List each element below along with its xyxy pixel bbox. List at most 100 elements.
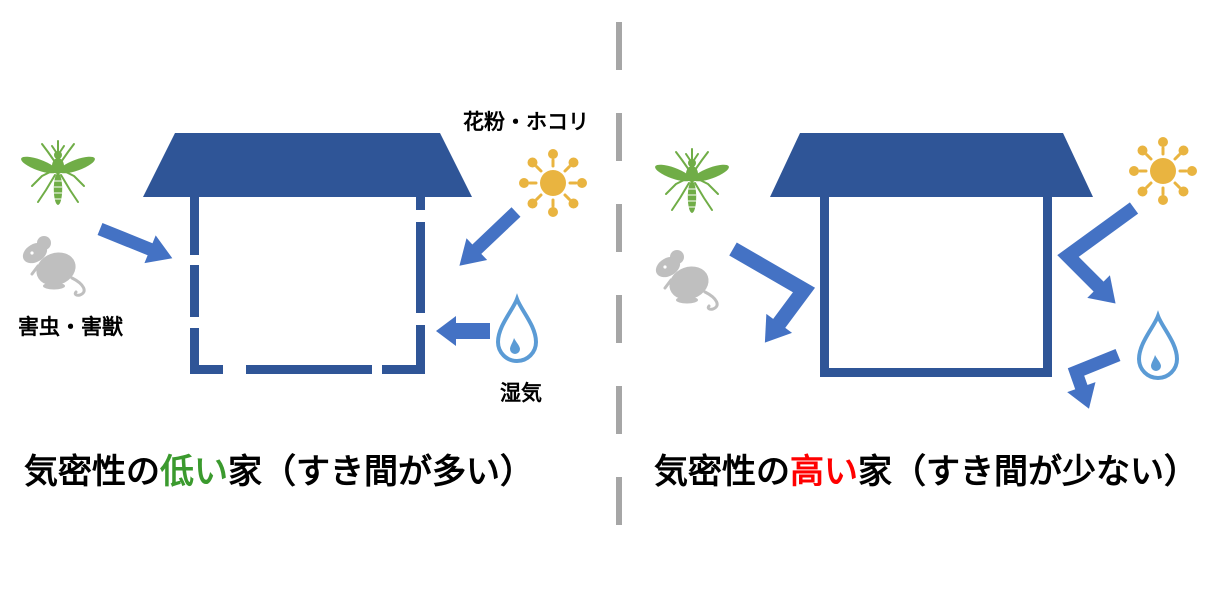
mouse-ear xyxy=(670,250,684,264)
mosquito-leg xyxy=(37,174,56,203)
pollen-dot xyxy=(1129,166,1139,176)
pollen-dot xyxy=(548,207,558,217)
caption-suffix: 家（すき間が多い） xyxy=(228,452,534,492)
pollen-spoke xyxy=(563,165,571,173)
wall-segment-bottom-1 xyxy=(190,365,223,374)
pollen-dot xyxy=(1137,186,1148,197)
mouse-icon xyxy=(22,236,86,297)
caption-suffix: 家（すき間が少ない） xyxy=(858,452,1198,492)
pollen-spoke xyxy=(535,165,543,173)
caption-highlight-high: 高い xyxy=(790,452,858,492)
arrow-head xyxy=(1067,382,1096,409)
mosquito-leg xyxy=(694,182,713,211)
pollen-dot xyxy=(1178,145,1189,156)
mosquito-wing-left xyxy=(21,156,57,174)
mosquito-leg xyxy=(694,151,709,171)
wall-segment-bottom-3 xyxy=(382,365,425,374)
pollen-dot xyxy=(1187,166,1197,176)
mosquito-antenna xyxy=(685,153,691,161)
wall-segment-left-3 xyxy=(190,328,199,374)
pollen-dot xyxy=(1178,186,1189,197)
pollen-dot xyxy=(577,178,587,188)
mosquito-thorax xyxy=(686,166,698,182)
mouse-tail xyxy=(70,276,86,297)
mouse-ear xyxy=(37,236,51,250)
pollen-icon xyxy=(1129,137,1197,205)
pollen-dot xyxy=(1158,195,1168,205)
arrow-head xyxy=(1087,275,1116,304)
mosquito-leg xyxy=(60,174,79,203)
arrow-humidity-deflected xyxy=(1067,348,1121,409)
pollen-dot xyxy=(527,157,538,168)
drop-outline xyxy=(495,293,539,363)
pollen-dot xyxy=(1158,137,1168,147)
mouse-foot xyxy=(43,282,65,290)
low-airtight-house xyxy=(143,133,472,374)
arrow-pollen-deflected xyxy=(1057,202,1139,304)
arrow-pests-deflected xyxy=(729,242,816,343)
label-pollen-dust: 花粉・ホコリ xyxy=(463,110,589,134)
solid-walls xyxy=(820,185,1052,377)
mosquito-head xyxy=(54,151,62,159)
arrow-head xyxy=(764,313,793,343)
mosquito-antenna xyxy=(693,153,699,161)
wall-segment-right-1 xyxy=(416,197,425,210)
pollen-dot xyxy=(519,178,529,188)
label-humidity: 湿気 xyxy=(500,381,542,405)
pollen-spoke xyxy=(535,193,543,201)
arrow-pollen-entering xyxy=(459,207,521,266)
water-drop-icon xyxy=(495,293,539,363)
mouse-tail xyxy=(703,290,719,311)
pollen-spoke xyxy=(1145,181,1153,189)
mosquito-leg xyxy=(665,177,689,195)
mouse-icon xyxy=(655,250,719,311)
mouse-foot xyxy=(676,296,698,304)
pollen-spoke xyxy=(563,193,571,201)
mosquito-leg xyxy=(31,169,55,187)
arrow-pests-entering xyxy=(97,222,173,264)
arrow-shaft xyxy=(729,242,816,330)
mosquito-head xyxy=(688,159,696,167)
mosquito-antenna xyxy=(59,145,65,153)
water-drop-icon xyxy=(1136,310,1180,380)
pollen-icon xyxy=(519,149,587,217)
roof xyxy=(143,133,472,197)
roof xyxy=(770,133,1093,197)
drop-highlight xyxy=(1151,355,1161,371)
mouse-front-paw xyxy=(30,264,40,276)
caption-high-airtightness: 気密性の高い家（すき間が少ない） xyxy=(654,451,1198,493)
mouse-body xyxy=(669,266,709,300)
pollen-dot xyxy=(527,198,538,209)
arrow-shaft xyxy=(1057,202,1139,293)
drop-highlight xyxy=(510,338,520,354)
caption-prefix: 気密性の xyxy=(654,452,790,492)
mosquito-leg xyxy=(695,177,719,195)
pollen-core xyxy=(540,170,566,196)
mosquito-leg xyxy=(41,143,56,163)
wall-segment-left-1 xyxy=(190,197,199,255)
caption-prefix: 気密性の xyxy=(24,452,160,492)
mouse-eye xyxy=(663,265,667,269)
arrow-humidity-entering xyxy=(436,316,490,346)
mosquito-abdomen xyxy=(687,181,697,213)
high-airtight-house xyxy=(770,133,1093,377)
mosquito-thorax xyxy=(52,158,64,174)
pollen-spoke xyxy=(1173,153,1181,161)
mosquito-leg xyxy=(61,169,85,187)
pollen-spoke xyxy=(1173,181,1181,189)
label-pests: 害虫・害獣 xyxy=(18,315,123,339)
mouse-body xyxy=(36,252,76,286)
pollen-dot xyxy=(568,157,579,168)
mosquito-antenna xyxy=(51,145,57,153)
caption-low-airtightness: 気密性の低い家（すき間が多い） xyxy=(24,451,534,493)
pollen-spoke xyxy=(1145,153,1153,161)
caption-highlight-low: 低い xyxy=(160,452,228,492)
mosquito-wing-right xyxy=(59,156,95,174)
wall-segment-bottom-2 xyxy=(246,365,372,374)
wall-segment-right-2 xyxy=(416,222,425,313)
mosquito-icon xyxy=(21,140,95,205)
wall-segment-left-2 xyxy=(190,265,199,317)
pollen-core xyxy=(1150,158,1176,184)
